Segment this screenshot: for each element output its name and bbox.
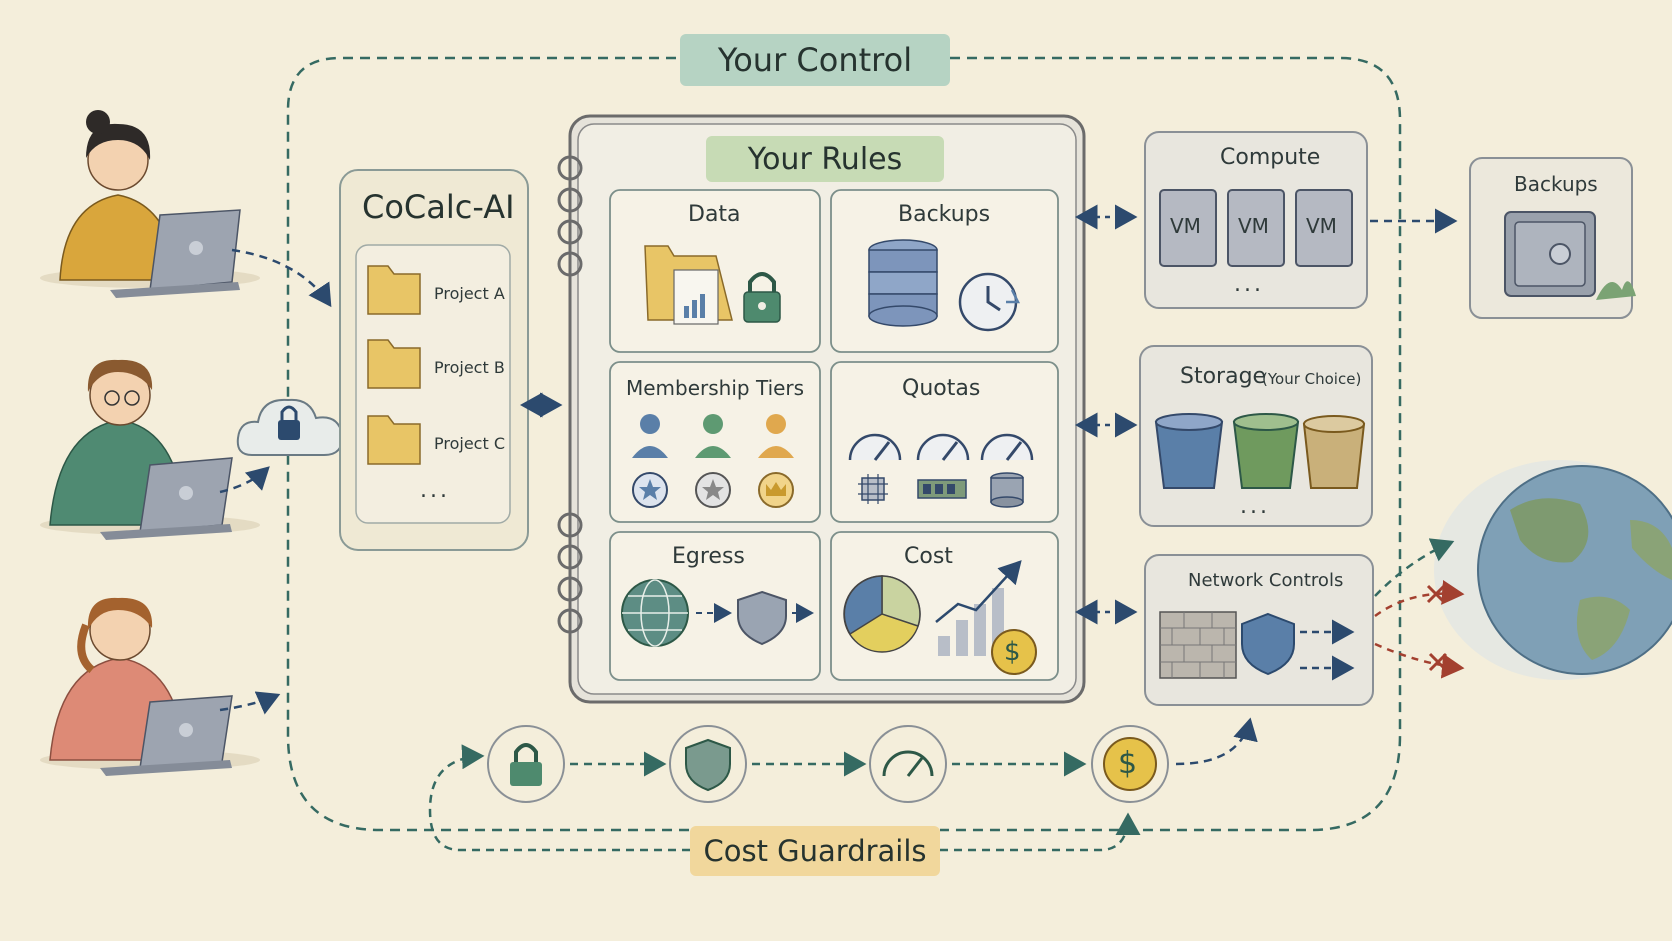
your-control-banner: Your Control (680, 34, 950, 86)
user-person-2 (40, 359, 260, 540)
cloud-lock-icon (236, 398, 344, 456)
guardrail-chain-arrows (428, 717, 1258, 852)
storage-bucket-icon (1154, 413, 1366, 489)
more-vms-ellipsis: ... (1234, 272, 1264, 297)
card-title-cost: Cost (904, 544, 953, 569)
vm-label-2: VM (1238, 214, 1269, 238)
padlock-icon (743, 272, 781, 323)
storage-title: Storage (1180, 364, 1267, 389)
pie-chart-icon (843, 575, 921, 653)
laptop-icon (100, 457, 233, 540)
vm-label-1: VM (1170, 214, 1201, 238)
card-title-quotas: Quotas (902, 376, 981, 401)
guardrail-lock-icon (487, 725, 565, 803)
storage-subtitle: (Your Choice) (1262, 370, 1362, 388)
shield-icon (1241, 612, 1295, 676)
globe-icon (621, 579, 689, 647)
safe-vault-icon (1504, 211, 1636, 300)
cost-guardrails-banner: Cost Guardrails (690, 826, 940, 876)
folder-documents-icon (644, 245, 733, 325)
guardrail-gauge-icon (869, 725, 947, 803)
page-title: Your Control (717, 41, 913, 79)
network-out-arrows (1300, 619, 1355, 681)
guardrail-dollar-icon (1091, 725, 1169, 803)
cpu-chip-icon (858, 474, 888, 504)
network-title: Network Controls (1188, 570, 1344, 591)
card-title-egress: Egress (672, 544, 745, 569)
gauge-icon (848, 433, 1034, 461)
vm-server-icon (1159, 189, 1353, 267)
rules-title: Your Rules (747, 141, 903, 177)
user-person-1 (40, 110, 260, 298)
folder-icon (367, 265, 421, 465)
card-title-membership: Membership Tiers (626, 376, 805, 400)
user-person-3 (40, 597, 260, 776)
card-title-backups: Backups (898, 202, 991, 227)
dollar-sign-glyph: $ (1118, 746, 1138, 781)
dollar-coin-icon (991, 629, 1037, 675)
cocalc-title: CoCalc-AI (362, 188, 515, 226)
vm-label-3: VM (1306, 214, 1337, 238)
memory-icon (917, 479, 967, 499)
guardrail-shield-icon (669, 725, 747, 803)
more-projects-ellipsis: ... (420, 478, 450, 503)
sync-arrows (520, 204, 1138, 625)
project-b-label: Project B (434, 358, 505, 377)
blocked-traffic-arrows (1374, 580, 1465, 679)
firewall-brick-icon (1159, 611, 1237, 679)
backups-store-title: Backups (1514, 172, 1598, 196)
database-icon (868, 239, 938, 327)
badge-icon (632, 472, 794, 508)
card-title-data: Data (688, 202, 741, 227)
disk-icon (990, 472, 1024, 508)
laptop-icon (100, 695, 233, 776)
member-tier-icons (632, 414, 794, 458)
control-loop-border (286, 56, 1402, 832)
shield-icon (737, 590, 787, 646)
project-c-label: Project C (434, 434, 505, 453)
dollar-sign-glyph: $ (1004, 637, 1021, 667)
your-rules-banner: Your Rules (706, 136, 944, 182)
laptop-icon (110, 209, 241, 298)
clock-refresh-icon (958, 272, 1021, 332)
blocked-x-icon (1426, 584, 1448, 672)
compute-title: Compute (1220, 145, 1321, 170)
project-a-label: Project A (434, 284, 505, 303)
footer-title: Cost Guardrails (703, 834, 927, 868)
internet-globe-icon (1434, 460, 1672, 680)
user-access-arrows (219, 248, 332, 715)
compute-panel (1144, 131, 1368, 309)
more-storage-ellipsis: ... (1240, 494, 1270, 519)
allowed-traffic-arrow (1374, 538, 1455, 597)
growth-chart-icon (935, 560, 1022, 656)
